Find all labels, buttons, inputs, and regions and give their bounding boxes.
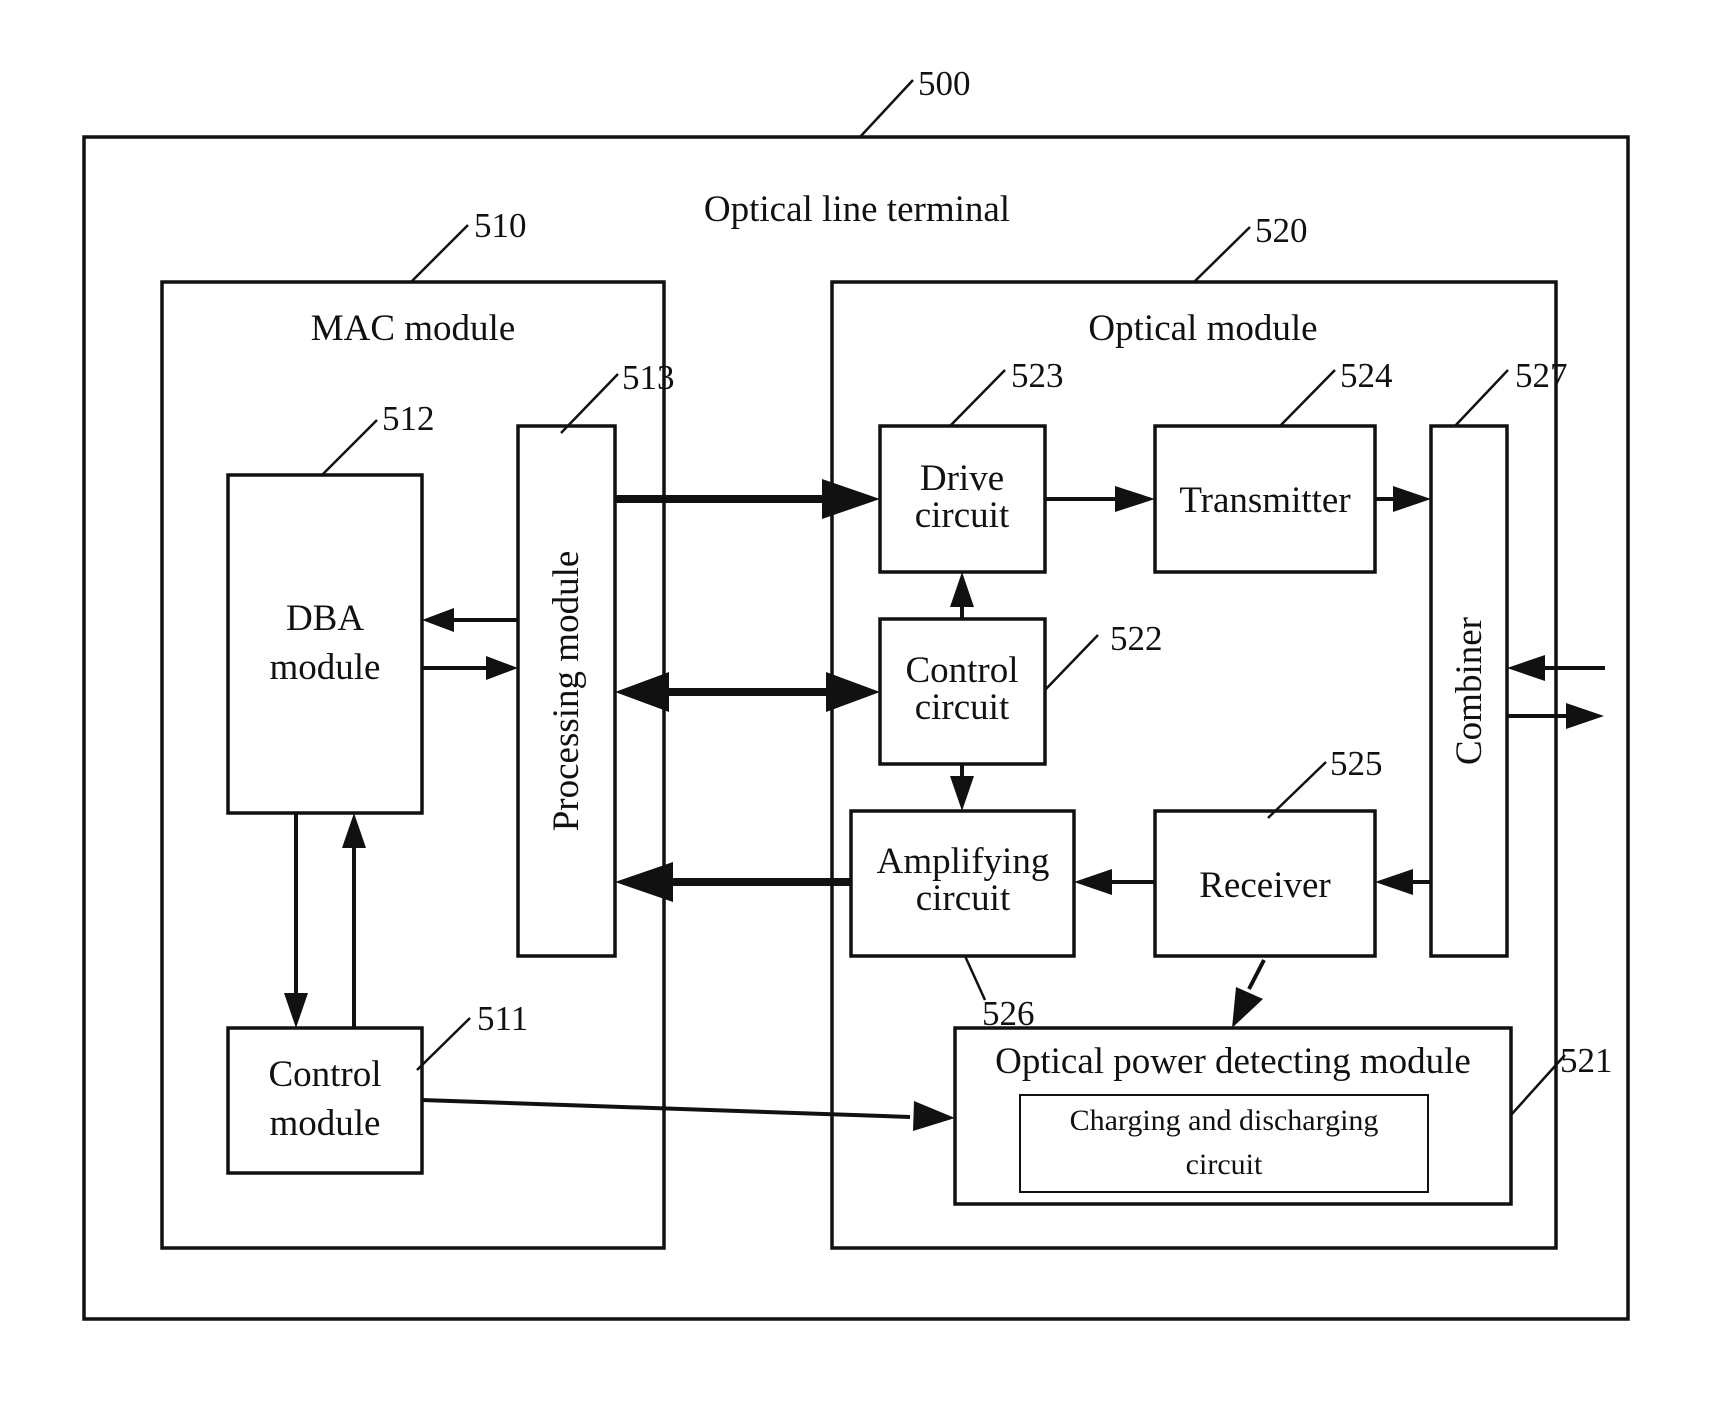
dba-module-label-line1: DBA — [286, 598, 364, 639]
charging-discharging-circuit-label-line2: circuit — [1186, 1148, 1263, 1181]
dba-module-box — [228, 475, 422, 813]
ref-510: 510 — [474, 206, 527, 245]
amplifying-circuit-label-line2: circuit — [916, 878, 1011, 919]
ref-524: 524 — [1340, 356, 1393, 395]
ref-522: 522 — [1110, 619, 1163, 658]
ref-511: 511 — [477, 999, 528, 1038]
control-circuit-label-line1: Control — [905, 650, 1018, 691]
charging-discharging-circuit-label-line1: Charging and discharging — [1070, 1104, 1379, 1137]
control-module-label-line2: module — [270, 1103, 381, 1144]
optical-power-detecting-module-label: Optical power detecting module — [995, 1041, 1471, 1082]
drive-circuit-label-line2: circuit — [915, 495, 1010, 536]
amplifying-circuit-label-line1: Amplifying — [877, 841, 1050, 882]
ref-520: 520 — [1255, 211, 1308, 250]
olt-title: Optical line terminal — [704, 189, 1010, 230]
optical-module-title: Optical module — [1088, 308, 1317, 349]
ref-513: 513 — [622, 358, 675, 397]
ref-523: 523 — [1011, 356, 1064, 395]
combiner-label: Combiner — [1449, 617, 1490, 765]
ref-521: 521 — [1560, 1041, 1613, 1080]
ref-525: 525 — [1330, 744, 1383, 783]
ref-500: 500 — [918, 64, 971, 103]
receiver-label: Receiver — [1199, 865, 1330, 906]
control-module-label-line1: Control — [268, 1054, 381, 1095]
ref-527: 527 — [1515, 356, 1568, 395]
ref-512: 512 — [382, 399, 435, 438]
control-circuit-label-line2: circuit — [915, 687, 1010, 728]
mac-module-title: MAC module — [311, 308, 516, 349]
dba-module-label-line2: module — [270, 647, 381, 688]
drive-circuit-label-line1: Drive — [920, 458, 1004, 499]
control-module-box — [228, 1028, 422, 1173]
ref-500-leader — [860, 80, 913, 137]
processing-module-label: Processing module — [546, 551, 587, 832]
transmitter-label: Transmitter — [1179, 480, 1350, 521]
